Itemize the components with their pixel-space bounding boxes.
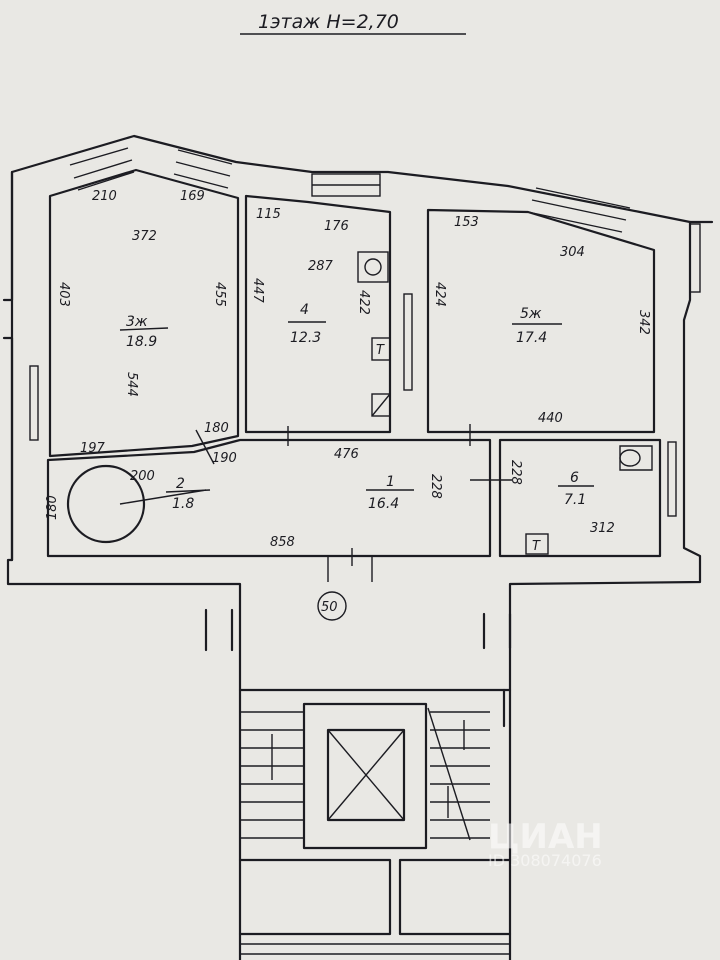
dim-200: 200 bbox=[130, 469, 155, 484]
room-3-area: 18.9 bbox=[126, 334, 157, 350]
room-4-area: 12.3 bbox=[290, 330, 321, 346]
dim-228b: 228 bbox=[508, 460, 523, 485]
window-7 bbox=[667, 441, 677, 517]
rooms bbox=[46, 168, 662, 558]
dim-304: 304 bbox=[560, 245, 585, 260]
watermark-brand: ЦИАН bbox=[488, 817, 603, 857]
dim-312: 312 bbox=[590, 521, 615, 536]
dim-176: 176 bbox=[324, 219, 349, 234]
room-3-label: 3ж 18.9 bbox=[119, 314, 169, 350]
room-4-outline bbox=[244, 194, 392, 434]
floor-title: 1этаж H=2,70 bbox=[258, 11, 399, 33]
dimension-labels: 210 169 372 403 455 544 197 180 190 115 … bbox=[45, 189, 651, 550]
dim-210: 210 bbox=[92, 189, 117, 204]
stairs-right bbox=[427, 707, 490, 841]
room-3-number: 3ж bbox=[126, 314, 148, 330]
dim-342: 342 bbox=[636, 310, 651, 335]
elevator-car bbox=[326, 728, 406, 822]
elevator-shaft bbox=[302, 702, 428, 850]
dim-424: 424 bbox=[432, 282, 447, 307]
vent-fixture-a: T bbox=[371, 337, 391, 361]
watermark-id: ID 308074076 bbox=[488, 851, 602, 870]
shaft-icon bbox=[371, 393, 391, 417]
column-round bbox=[66, 464, 207, 544]
dim-228a: 228 bbox=[428, 474, 443, 499]
window-2 bbox=[173, 149, 233, 189]
dim-440: 440 bbox=[538, 411, 563, 426]
vent-fixture-b: T bbox=[525, 533, 549, 555]
landing-right bbox=[398, 858, 512, 936]
dim-476: 476 bbox=[334, 447, 359, 462]
stove-icon bbox=[357, 251, 389, 283]
window-5 bbox=[689, 223, 701, 293]
room-5-outline bbox=[426, 208, 656, 434]
room-2-label: 2 1.8 bbox=[165, 476, 211, 512]
dim-115: 115 bbox=[256, 207, 281, 222]
dim-858: 858 bbox=[270, 535, 295, 550]
dim-180b: 180 bbox=[45, 495, 60, 520]
room-1-label: 1 16.4 bbox=[366, 474, 414, 512]
dim-190: 190 bbox=[212, 451, 237, 466]
window-1 bbox=[69, 147, 135, 191]
room-6-number: 6 bbox=[570, 470, 579, 486]
room-6-outline bbox=[498, 438, 662, 558]
dim-372: 372 bbox=[132, 229, 157, 244]
room-1-area: 16.4 bbox=[368, 496, 399, 512]
windows bbox=[29, 147, 701, 517]
toilet-icon bbox=[619, 445, 653, 471]
window-8 bbox=[403, 293, 413, 391]
dim-422: 422 bbox=[356, 290, 371, 315]
vent-label-b: T bbox=[532, 539, 541, 554]
dim-287: 287 bbox=[308, 259, 334, 274]
room-1-number: 1 bbox=[386, 474, 395, 490]
room-4-number: 4 bbox=[300, 302, 309, 318]
door-marks bbox=[195, 424, 512, 582]
room-5-number: 5ж bbox=[520, 306, 542, 322]
room-5-area: 17.4 bbox=[516, 330, 547, 346]
room-4-label: 4 12.3 bbox=[288, 302, 326, 346]
dim-544: 544 bbox=[124, 372, 139, 397]
stairs-left bbox=[240, 711, 304, 839]
dim-197: 197 bbox=[80, 441, 106, 456]
landing-left bbox=[238, 858, 392, 936]
room-5-label: 5ж 17.4 bbox=[512, 306, 562, 346]
title-block: 1этаж H=2,70 bbox=[240, 11, 466, 35]
dim-180a: 180 bbox=[204, 421, 229, 436]
dim-153: 153 bbox=[454, 215, 479, 230]
watermark: ЦИАН ID 308074076 bbox=[488, 817, 603, 870]
room-2-number: 2 bbox=[176, 476, 185, 492]
room-6-label: 6 7.1 bbox=[558, 470, 594, 508]
window-4 bbox=[527, 187, 631, 233]
dim-403: 403 bbox=[56, 282, 71, 307]
apartment-number: 50 bbox=[321, 600, 338, 615]
room-2-area: 1.8 bbox=[172, 496, 194, 512]
room-1-2-outline bbox=[46, 438, 492, 558]
apartment-number-marker: 50 bbox=[317, 591, 347, 621]
window-6 bbox=[29, 365, 39, 441]
vent-label-a: T bbox=[376, 343, 385, 358]
window-3 bbox=[311, 173, 381, 197]
room-3-outline bbox=[48, 168, 240, 458]
dim-169: 169 bbox=[180, 189, 205, 204]
dim-447: 447 bbox=[250, 278, 265, 304]
outer-walls bbox=[2, 134, 714, 692]
dim-455: 455 bbox=[212, 282, 227, 307]
stairwell bbox=[204, 608, 512, 960]
room-6-area: 7.1 bbox=[564, 492, 586, 508]
room-labels: 3ж 18.9 4 12.3 5ж 17.4 2 1.8 1 16.4 6 7.… bbox=[119, 302, 594, 512]
